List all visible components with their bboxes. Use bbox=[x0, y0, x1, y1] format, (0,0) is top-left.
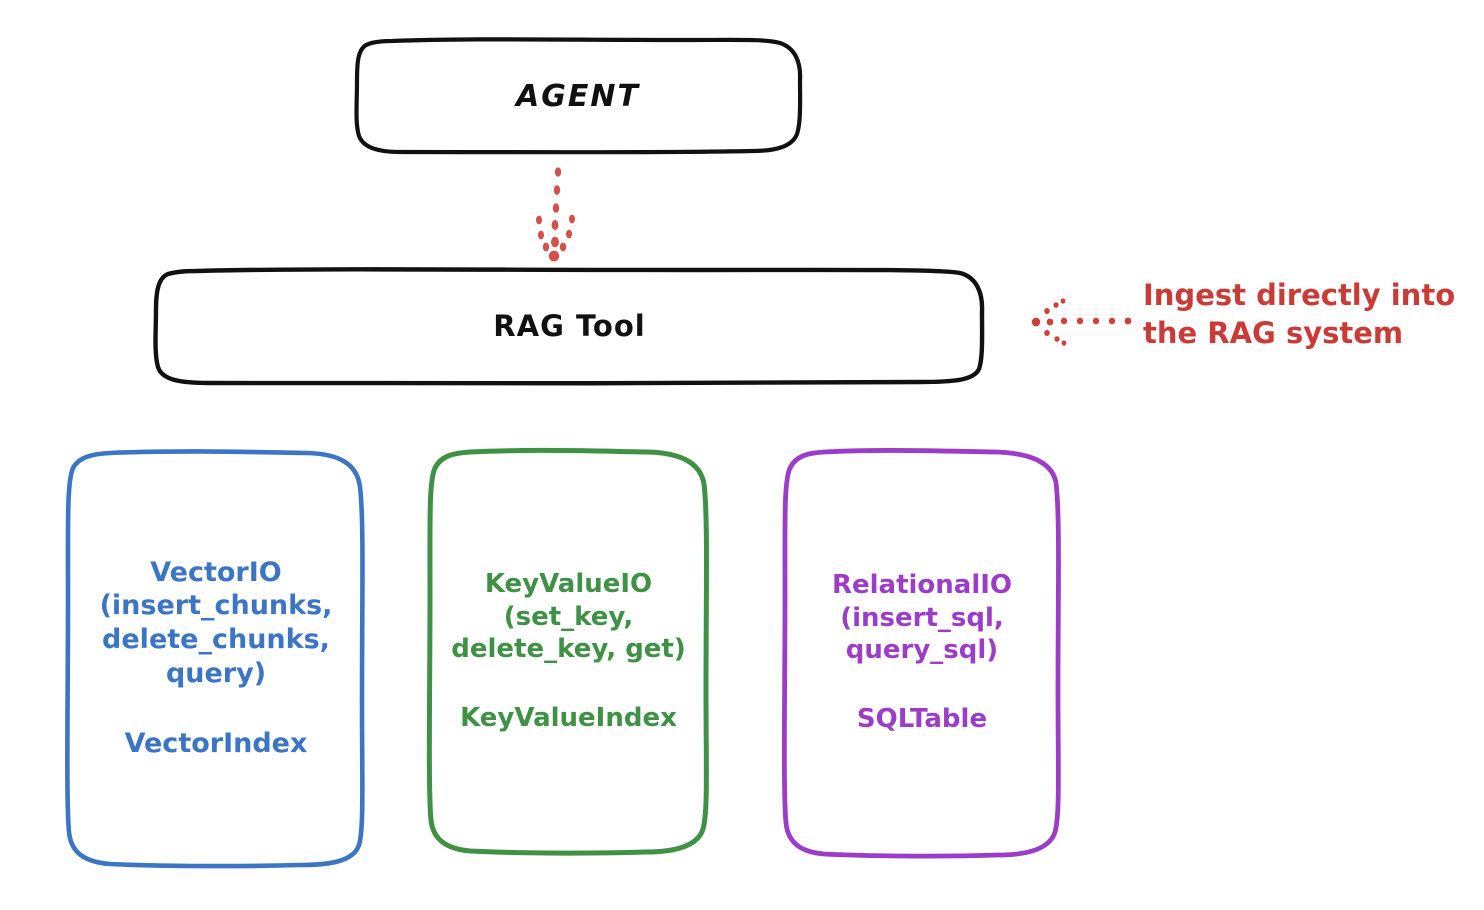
ingest-dotted-arrow bbox=[1031, 298, 1132, 346]
agent-to-rag-arrow bbox=[536, 167, 575, 262]
agent-node-shape[interactable] bbox=[354, 37, 803, 155]
rag-tool-node-shape[interactable] bbox=[153, 267, 985, 386]
vector-io-node-shape[interactable] bbox=[65, 449, 365, 869]
key-value-io-node-shape[interactable] bbox=[426, 447, 709, 856]
relational-io-node-shape[interactable] bbox=[781, 448, 1061, 859]
